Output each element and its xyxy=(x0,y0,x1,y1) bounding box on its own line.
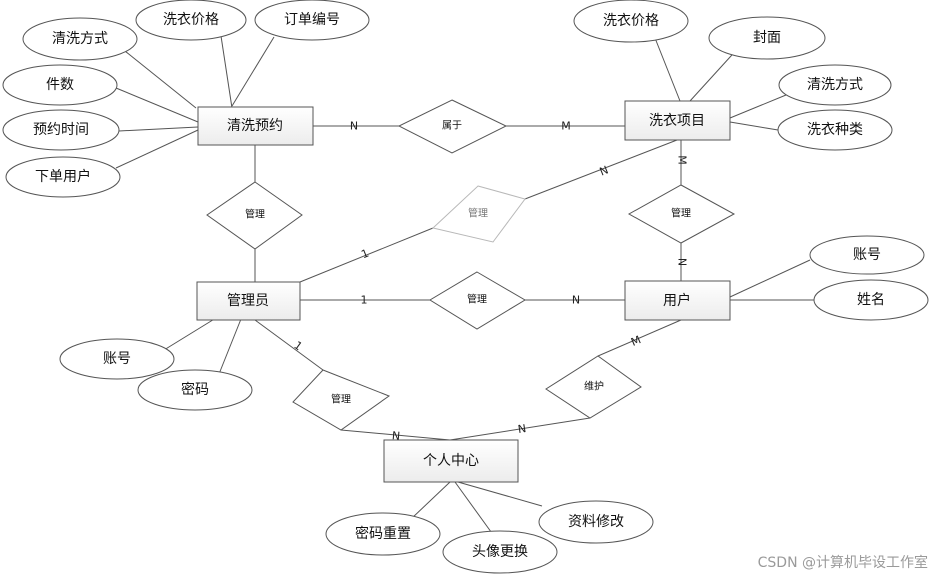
attribute-label: 封面 xyxy=(753,30,781,46)
attribute-reservation-user: 下单用户 xyxy=(5,156,121,198)
relationship-label: 属于 xyxy=(442,120,462,132)
attribute-label: 账号 xyxy=(853,247,881,263)
attribute-label: 订单编号 xyxy=(284,12,340,28)
relationship-label: 管理 xyxy=(245,208,265,221)
cardinality-label: N xyxy=(572,294,580,307)
cardinality-label: M xyxy=(561,120,571,133)
cardinality-label: M xyxy=(629,333,643,349)
attribute-center-password-reset: 密码重置 xyxy=(325,512,441,556)
relationship-label: 管理 xyxy=(331,393,351,406)
entity-label: 清洗预约 xyxy=(227,118,283,134)
cardinality-label: N xyxy=(598,163,611,178)
entity-user: 用户 xyxy=(624,280,731,321)
entity-label: 用户 xyxy=(663,292,691,309)
attribute-reservation-price: 洗衣价格 xyxy=(135,0,247,41)
attribute-label: 下单用户 xyxy=(35,168,91,185)
attribute-item-price: 洗衣价格 xyxy=(573,0,689,43)
watermark: CSDN @计算机毕设工作室 xyxy=(758,554,928,571)
relationship-label: 管理 xyxy=(467,293,487,306)
attribute-label: 清洗方式 xyxy=(52,31,108,47)
attribute-user-account: 账号 xyxy=(809,235,925,275)
relationship-label: 管理 xyxy=(671,207,691,220)
attribute-label: 头像更换 xyxy=(472,543,528,560)
attribute-user-name: 姓名 xyxy=(813,279,929,321)
relationship-manage-reservation: 管理 xyxy=(206,181,303,250)
attribute-label: 洗衣种类 xyxy=(807,122,863,138)
attribute-reservation-wash-method: 清洗方式 xyxy=(22,17,138,61)
cardinality-label: 1 xyxy=(291,339,304,354)
relationship-manage-center: 管理 xyxy=(292,369,391,431)
cardinality-label: N xyxy=(517,422,527,436)
entity-label: 个人中心 xyxy=(423,453,479,469)
attribute-label: 密码 xyxy=(181,381,209,398)
attribute-reservation-count: 件数 xyxy=(2,64,118,106)
attribute-admin-account: 账号 xyxy=(59,338,175,380)
cardinality-label: 1 xyxy=(359,247,370,262)
attribute-label: 账号 xyxy=(103,351,131,367)
cardinality-label: N xyxy=(676,258,689,266)
attribute-label: 密码重置 xyxy=(355,525,411,542)
relationship-manage-item-admin: 管理 xyxy=(431,185,526,243)
attribute-reservation-order-no: 订单编号 xyxy=(254,0,370,41)
entity-personal-center: 个人中心 xyxy=(383,439,519,483)
attribute-label: 姓名 xyxy=(857,292,885,308)
cardinality-label: N xyxy=(391,429,400,443)
attribute-center-profile-edit: 资料修改 xyxy=(538,500,654,544)
attribute-item-cover: 封面 xyxy=(708,16,826,60)
relationship-maintain: 维护 xyxy=(545,355,642,419)
cardinality-label: 1 xyxy=(361,294,368,307)
connector-lines xyxy=(109,35,814,537)
relationship-label: 管理 xyxy=(468,207,488,220)
relationship-label: 维护 xyxy=(584,380,604,393)
attribute-label: 件数 xyxy=(46,77,74,93)
attribute-label: 洗衣价格 xyxy=(603,13,659,29)
entity-label: 管理员 xyxy=(227,293,269,309)
relationship-manage-user: 管理 xyxy=(429,271,526,330)
entity-label: 洗衣项目 xyxy=(649,113,705,129)
attribute-item-wash-method: 清洗方式 xyxy=(778,64,892,106)
attribute-center-avatar-change: 头像更换 xyxy=(442,530,558,574)
entity-admin: 管理员 xyxy=(196,281,301,321)
entity-laundry-item: 洗衣项目 xyxy=(624,100,731,141)
attribute-admin-password: 密码 xyxy=(137,369,253,411)
cardinality-label: M xyxy=(676,155,689,165)
attribute-label: 清洗方式 xyxy=(807,77,863,93)
relationship-manage-item-user: 管理 xyxy=(627,184,736,244)
relationship-belongs-to: 属于 xyxy=(397,99,508,154)
cardinality-label: N xyxy=(350,120,358,133)
attribute-reservation-time: 预约时间 xyxy=(2,109,120,151)
attribute-label: 洗衣价格 xyxy=(163,12,219,28)
attribute-item-category: 洗衣种类 xyxy=(777,109,893,151)
entity-cleaning-reservation: 清洗预约 xyxy=(197,106,314,146)
attribute-label: 预约时间 xyxy=(33,122,89,138)
attribute-label: 资料修改 xyxy=(568,514,624,530)
